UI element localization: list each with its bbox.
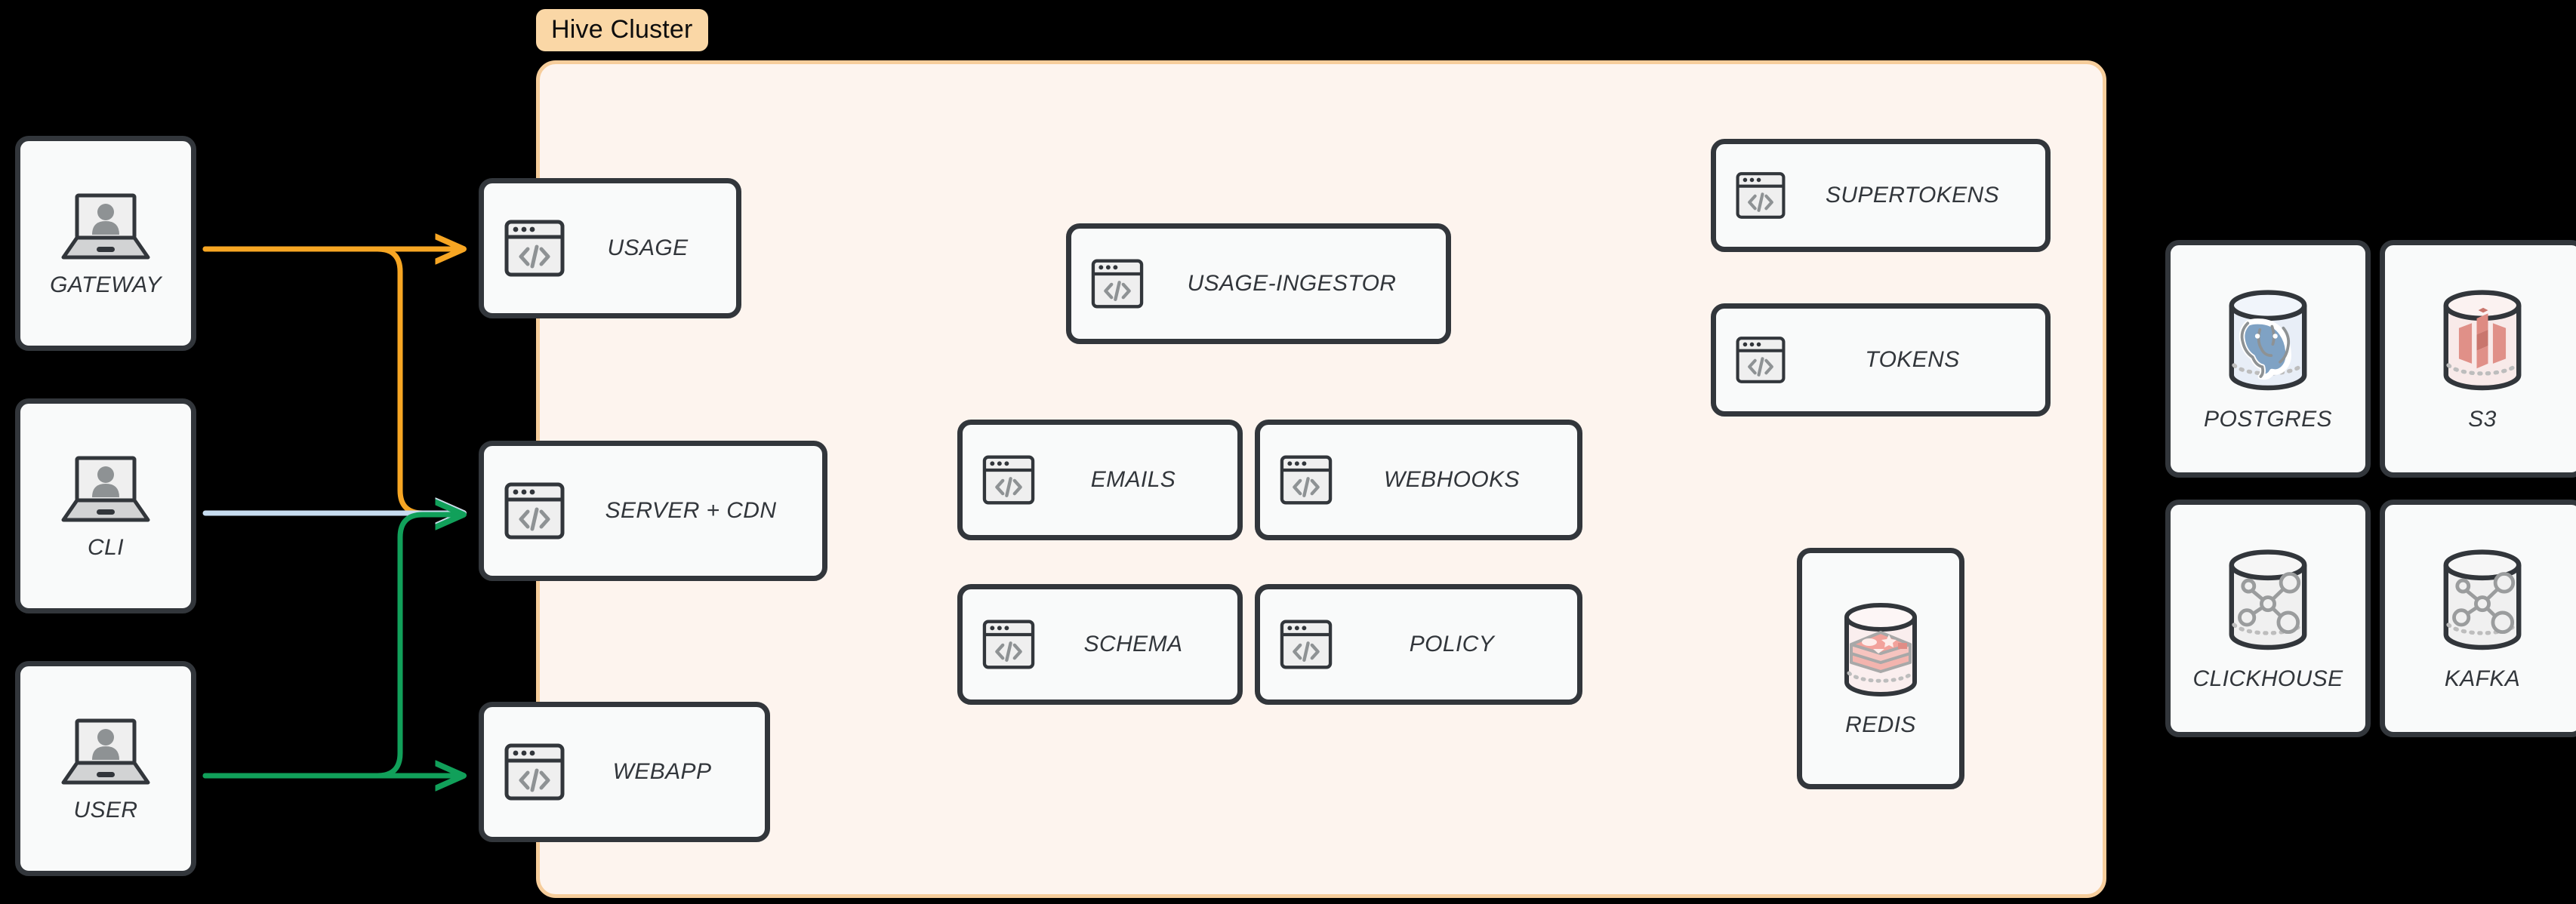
code-window-icon <box>1280 455 1333 505</box>
generic-database-icon <box>2443 549 2522 650</box>
service-node-label: SCHEMA <box>1083 632 1183 656</box>
service-node-label: EMAILS <box>1090 467 1176 492</box>
service-node-label: USAGE <box>607 235 689 260</box>
service-node-label: TOKENS <box>1865 347 1960 372</box>
service-node-label: SERVER + CDN <box>605 498 777 523</box>
code-window-icon <box>504 743 565 801</box>
service-node-usage[interactable]: USAGE <box>479 178 741 318</box>
service-node-usage-ingestor[interactable]: USAGE-INGESTOR <box>1066 223 1451 344</box>
client-node-label: USER <box>73 797 138 823</box>
code-window-icon <box>982 620 1035 669</box>
client-node-label: CLI <box>88 534 124 560</box>
code-window-icon <box>504 220 565 277</box>
store-node-label: KAFKA <box>2444 666 2521 691</box>
store-node-label: S3 <box>2468 406 2497 432</box>
client-node-gateway[interactable]: GATEWAY <box>15 136 196 351</box>
store-node-clickhouse[interactable]: CLICKHOUSE <box>2165 500 2371 737</box>
s3-database-icon <box>2443 289 2522 390</box>
postgres-database-icon <box>2229 289 2307 390</box>
store-node-s3[interactable]: S3 <box>2380 240 2576 478</box>
laptop-user-icon <box>61 718 150 784</box>
code-window-icon <box>982 455 1035 505</box>
client-node-user[interactable]: USER <box>15 661 196 876</box>
service-node-label: WEBAPP <box>612 759 712 784</box>
laptop-user-icon <box>61 456 150 521</box>
code-window-icon <box>1091 259 1144 309</box>
store-node-label: CLICKHOUSE <box>2192 666 2343 691</box>
service-node-webhooks[interactable]: WEBHOOKS <box>1255 420 1582 540</box>
laptop-user-icon <box>61 193 150 259</box>
edge-user-server <box>202 515 461 779</box>
service-node-label: SUPERTOKENS <box>1825 183 2000 208</box>
service-node-server-cdn[interactable]: SERVER + CDN <box>479 441 827 581</box>
service-node-emails[interactable]: EMAILS <box>957 420 1243 540</box>
generic-database-icon <box>2229 549 2307 650</box>
service-node-label: WEBHOOKS <box>1384 467 1520 492</box>
code-window-icon <box>1736 172 1786 219</box>
code-window-icon <box>504 482 565 540</box>
redis-database-icon <box>1844 603 1917 696</box>
client-node-cli[interactable]: CLI <box>15 398 196 613</box>
code-window-icon <box>1280 620 1333 669</box>
store-node-kafka[interactable]: KAFKA <box>2380 500 2576 737</box>
service-node-label: POLICY <box>1409 632 1495 656</box>
service-node-webapp[interactable]: WEBAPP <box>479 702 770 842</box>
service-node-schema[interactable]: SCHEMA <box>957 584 1243 705</box>
client-node-label: GATEWAY <box>50 272 162 297</box>
hive-cluster-badge: Hive Cluster <box>536 9 708 51</box>
store-node-label: REDIS <box>1845 712 1916 737</box>
code-window-icon <box>1736 337 1786 383</box>
store-node-postgres[interactable]: POSTGRES <box>2165 240 2371 478</box>
store-node-label: POSTGRES <box>2204 406 2332 432</box>
edge-gateway-server <box>202 246 461 513</box>
service-node-policy[interactable]: POLICY <box>1255 584 1582 705</box>
service-node-supertokens[interactable]: SUPERTOKENS <box>1711 139 2051 252</box>
service-node-tokens[interactable]: TOKENS <box>1711 303 2051 417</box>
service-node-label: USAGE-INGESTOR <box>1187 271 1397 296</box>
store-node-redis[interactable]: REDIS <box>1797 548 1964 789</box>
